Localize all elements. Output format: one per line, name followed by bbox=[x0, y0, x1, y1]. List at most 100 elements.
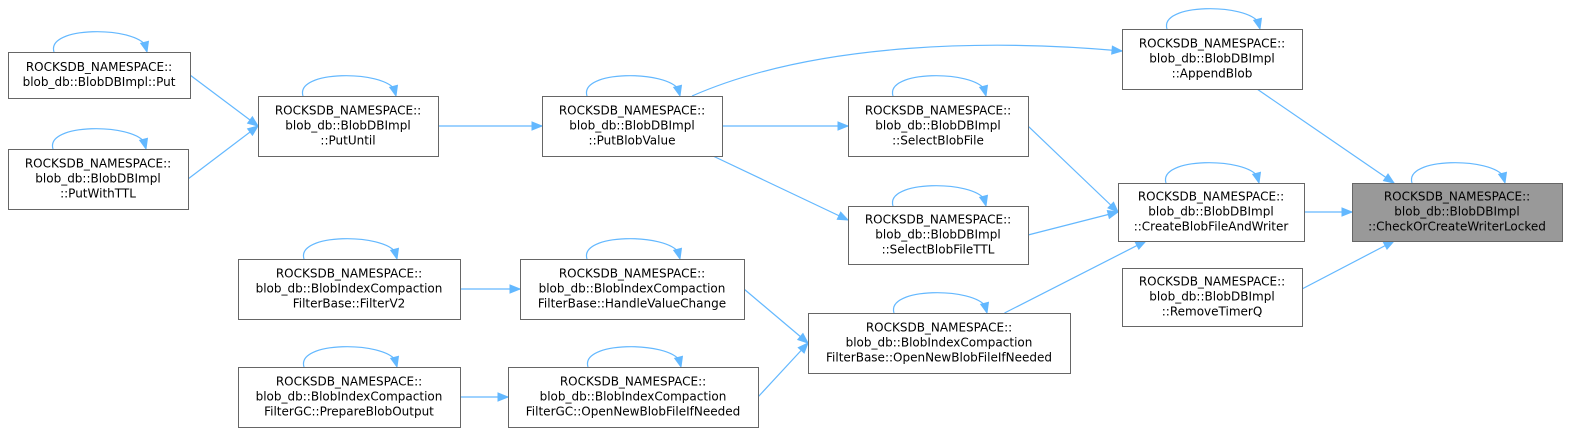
node-label-line: blob_db::BlobDBImpl bbox=[1394, 205, 1519, 219]
node-label-line: ROCKSDB_NAMESPACE:: bbox=[275, 104, 421, 118]
node-box bbox=[508, 367, 759, 428]
node-box bbox=[238, 259, 461, 320]
self-loop-line bbox=[893, 292, 987, 314]
edge bbox=[1301, 240, 1396, 290]
self-loop-line bbox=[1165, 162, 1259, 184]
edge-arrowhead bbox=[1382, 173, 1396, 184]
edge-arrowhead bbox=[1382, 240, 1396, 251]
self-loop-edge bbox=[1165, 162, 1262, 185]
node-label-line: blob_db::BlobIndexCompaction bbox=[846, 336, 1033, 350]
self-loop-line bbox=[587, 346, 681, 368]
self-loop-edge bbox=[892, 75, 989, 98]
self-loop-arrowhead bbox=[672, 84, 683, 98]
self-loop-arrowhead bbox=[672, 247, 683, 261]
node-label-line: ROCKSDB_NAMESPACE:: bbox=[865, 213, 1011, 227]
node-put[interactable]: ROCKSDB_NAMESPACE::blob_db::BlobDBImpl::… bbox=[8, 52, 191, 99]
self-loop-line bbox=[53, 31, 147, 53]
node-box bbox=[542, 96, 723, 157]
node-label-line: ROCKSDB_NAMESPACE:: bbox=[866, 321, 1012, 335]
edge bbox=[757, 342, 809, 398]
node-box bbox=[8, 149, 189, 210]
self-loop-arrowhead bbox=[1252, 17, 1263, 31]
node-append[interactable]: ROCKSDB_NAMESPACE::blob_db::BlobDBImpl::… bbox=[1122, 29, 1303, 90]
edge bbox=[712, 155, 850, 221]
self-loop-arrowhead bbox=[673, 355, 684, 369]
node-label-line: blob_db::BlobDBImpl bbox=[35, 172, 160, 186]
node-filterv2[interactable]: ROCKSDB_NAMESPACE::blob_db::BlobIndexCom… bbox=[238, 259, 461, 320]
edge-line bbox=[757, 342, 809, 398]
node-label-line: ROCKSDB_NAMESPACE:: bbox=[1139, 275, 1285, 289]
self-loop-line bbox=[303, 346, 397, 368]
node-label-line: ROCKSDB_NAMESPACE:: bbox=[25, 157, 171, 171]
edge bbox=[691, 44, 1124, 97]
self-loop-arrowhead bbox=[138, 137, 149, 151]
self-loop-arrowhead bbox=[979, 301, 990, 315]
node-box bbox=[8, 52, 191, 99]
self-loop-arrowhead bbox=[139, 40, 150, 54]
node-label-line: FilterGC::PrepareBlobOutput bbox=[264, 405, 434, 419]
edge bbox=[189, 74, 260, 127]
self-loop-arrowhead bbox=[978, 194, 989, 208]
edge bbox=[187, 125, 260, 180]
node-label-line: FilterBase::HandleValueChange bbox=[538, 297, 726, 311]
node-label-line: ::AppendBlob bbox=[1172, 67, 1253, 81]
node-label-line: blob_db::BlobDBImpl bbox=[285, 119, 410, 133]
edge bbox=[460, 392, 510, 402]
self-loop-edge bbox=[587, 346, 684, 369]
edge-line bbox=[189, 74, 259, 127]
edge-arrowhead bbox=[1107, 201, 1119, 213]
node-opennewgc[interactable]: ROCKSDB_NAMESPACE::blob_db::BlobIndexCom… bbox=[508, 367, 759, 428]
node-label-line: blob_db::BlobDBImpl bbox=[1149, 52, 1274, 66]
node-handle[interactable]: ROCKSDB_NAMESPACE::blob_db::BlobIndexCom… bbox=[520, 259, 745, 320]
self-loop-edge bbox=[53, 31, 150, 54]
self-loop-edge bbox=[892, 185, 989, 208]
edge bbox=[722, 121, 850, 131]
edge-line bbox=[1004, 240, 1147, 314]
node-label-line: blob_db::BlobDBImpl bbox=[875, 119, 1000, 133]
self-loop-arrowhead bbox=[389, 247, 400, 261]
node-box bbox=[808, 313, 1071, 374]
self-loop-edge bbox=[586, 238, 683, 261]
edge bbox=[1027, 210, 1120, 236]
self-loop-line bbox=[303, 238, 397, 260]
node-label-line: ::RemoveTimerQ bbox=[1162, 305, 1263, 319]
edge bbox=[743, 288, 810, 344]
node-box bbox=[1118, 183, 1305, 242]
node-putblob[interactable]: ROCKSDB_NAMESPACE::blob_db::BlobDBImpl::… bbox=[542, 96, 723, 157]
node-putttl[interactable]: ROCKSDB_NAMESPACE::blob_db::BlobDBImpl::… bbox=[8, 149, 189, 210]
edge-arrowhead bbox=[497, 392, 510, 402]
node-select[interactable]: ROCKSDB_NAMESPACE::blob_db::BlobDBImpl::… bbox=[848, 96, 1029, 157]
self-loop-edge bbox=[1411, 162, 1508, 185]
node-selectttl[interactable]: ROCKSDB_NAMESPACE::blob_db::BlobDBImpl::… bbox=[848, 206, 1029, 265]
edge-line bbox=[691, 44, 1123, 97]
self-loop-arrowhead bbox=[389, 355, 400, 369]
self-loop-line bbox=[1166, 8, 1260, 30]
edge-arrowhead bbox=[1134, 240, 1148, 250]
node-label-line: ::CreateBlobFileAndWriter bbox=[1134, 220, 1289, 234]
node-label-line: blob_db::BlobIndexCompaction bbox=[540, 390, 727, 404]
edge-line bbox=[1301, 240, 1395, 290]
edge-arrowhead bbox=[836, 211, 850, 221]
node-label-line: ROCKSDB_NAMESPACE:: bbox=[276, 375, 422, 389]
node-box bbox=[258, 96, 439, 157]
self-loop-arrowhead bbox=[388, 84, 399, 98]
node-label-line: ROCKSDB_NAMESPACE:: bbox=[1138, 190, 1284, 204]
node-remove[interactable]: ROCKSDB_NAMESPACE::blob_db::BlobDBImpl::… bbox=[1122, 268, 1303, 327]
self-loop-edge bbox=[302, 75, 399, 98]
node-label-line: blob_db::BlobIndexCompaction bbox=[256, 390, 443, 404]
node-check[interactable]: ROCKSDB_NAMESPACE::blob_db::BlobDBImpl::… bbox=[1352, 183, 1563, 242]
node-label-line: ROCKSDB_NAMESPACE:: bbox=[276, 267, 422, 281]
node-create[interactable]: ROCKSDB_NAMESPACE::blob_db::BlobDBImpl::… bbox=[1118, 183, 1305, 242]
node-prepare[interactable]: ROCKSDB_NAMESPACE::blob_db::BlobIndexCom… bbox=[238, 367, 461, 428]
self-loop-line bbox=[586, 75, 680, 97]
node-putuntil[interactable]: ROCKSDB_NAMESPACE::blob_db::BlobDBImpl::… bbox=[258, 96, 439, 157]
node-label-line: blob_db::BlobIndexCompaction bbox=[539, 282, 726, 296]
self-loop-line bbox=[892, 75, 986, 97]
node-label-line: ROCKSDB_NAMESPACE:: bbox=[559, 267, 705, 281]
edge-arrowhead bbox=[1111, 45, 1124, 55]
node-opennew[interactable]: ROCKSDB_NAMESPACE::blob_db::BlobIndexCom… bbox=[808, 313, 1071, 374]
edge bbox=[1027, 125, 1119, 213]
edge-arrowhead bbox=[531, 121, 544, 131]
node-box bbox=[1122, 268, 1303, 327]
